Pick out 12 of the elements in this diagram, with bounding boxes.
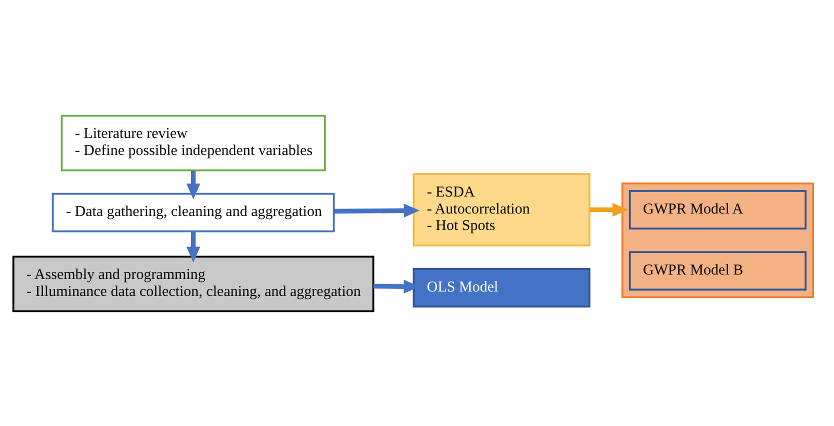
node-box: - ESDA - Autocorrelation - Hot Spots [412,172,590,246]
node-box: GWPR Model A [628,190,807,229]
node-box: GWPR Model B [628,250,807,290]
arrow [186,170,200,199]
node-box: - Assembly and programming - Illuminance data collection, cleaning, and aggregation [12,255,374,312]
cluster [621,182,814,298]
node-box: - Data gathering, cleaning and aggregation [52,192,335,232]
node-box: OLS Model [412,268,590,307]
node-box: - Literature review - Define possible independent variables [60,114,326,171]
arrow [590,202,628,216]
arrow [334,203,420,217]
arrow [186,231,200,262]
